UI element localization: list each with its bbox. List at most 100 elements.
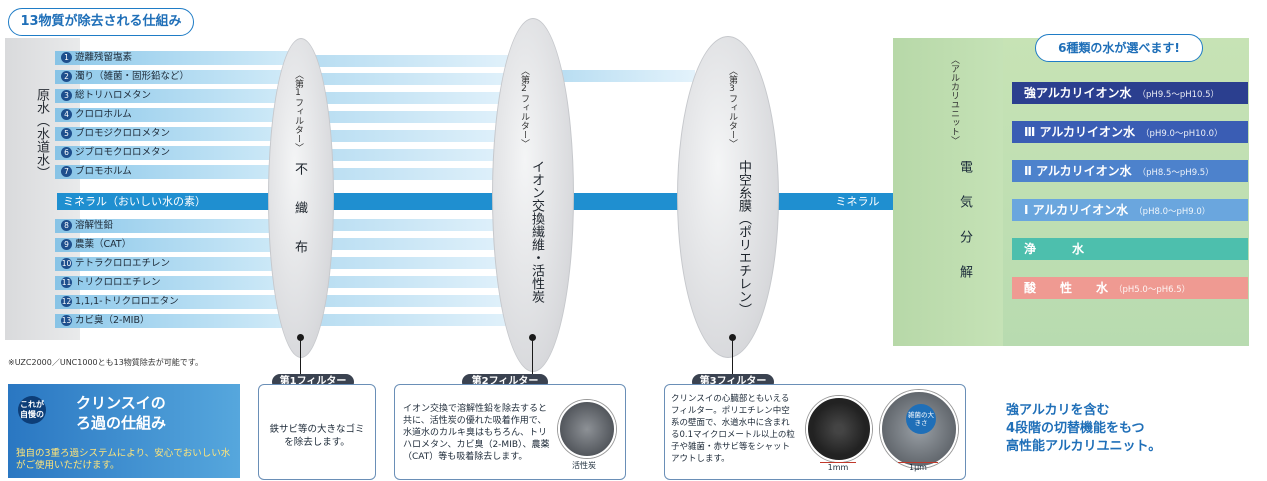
contaminant-label: ブロモジクロロメタン [75, 128, 171, 139]
hollow-fiber-photo-1mm [806, 396, 872, 462]
filter-1-connector [300, 340, 301, 380]
flow-stripe [300, 276, 525, 288]
filter-3-dot [729, 334, 736, 341]
flow-stripe [300, 238, 525, 250]
water-name: Ⅲ アルカリイオン水 [1024, 125, 1136, 139]
contaminant-number: 7 [61, 166, 72, 177]
water-name: 酸 性 水 [1024, 281, 1109, 295]
filter-2-dot [529, 334, 536, 341]
contaminant-number: 8 [61, 220, 72, 231]
water-ph: （pH9.5〜pH10.5） [1137, 90, 1220, 100]
filter-1-dot [297, 334, 304, 341]
filter-2-description: イオン交換で溶解性鉛を除去すると共に、活性炭の優れた吸着作用で、水道水のカルキ臭… [403, 404, 550, 462]
contaminant-number: 1 [61, 52, 72, 63]
source-water-label: 原水（水道水） [34, 88, 49, 179]
scale-1mm: 1mm [820, 462, 856, 472]
mineral-flow-line [300, 193, 900, 210]
filter-1-box: 鉄サビ等の大きなゴミを除去します。 [258, 384, 376, 480]
intro-title-line-1: クリンスイの [76, 394, 166, 412]
flow-stripe [300, 314, 525, 326]
contaminant-number: 10 [61, 258, 72, 269]
water-ph: （pH9.0〜pH10.0） [1141, 129, 1223, 139]
contaminant-label: 1,1,1-トリクロロエタン [75, 296, 179, 307]
contaminant-label: カビ臭（2-MIB） [75, 315, 150, 326]
filter-3-tag: 〈第3フィルター〉 [727, 66, 737, 148]
contaminant-label: 遊離残留塩素 [75, 52, 133, 63]
tagline-line: 強アルカリを含む [1006, 403, 1110, 418]
contaminant-number: 2 [61, 71, 72, 82]
water-option-alkaline-1: Ⅰ アルカリイオン水（pH8.0〜pH9.0） [1012, 199, 1248, 221]
contaminant-number: 9 [61, 239, 72, 250]
flow-stripe [300, 149, 525, 161]
water-ph: （pH8.5〜pH9.5） [1137, 168, 1214, 178]
contaminant-label: ジブロモクロロメタン [75, 147, 171, 158]
flow-stripe [300, 295, 525, 307]
filter-3-connector [732, 340, 733, 380]
filter-1-name: 不織布 [292, 162, 307, 279]
contaminant-label: クロロホルム [75, 109, 132, 120]
filter-3-disc [677, 36, 779, 358]
tagline-line: 高性能アルカリユニット。 [1006, 439, 1162, 454]
filter-3-name: 中空糸膜（ポリエチレン） [736, 160, 751, 316]
scale-1um: 1μm [898, 462, 938, 472]
contaminant-number: 4 [61, 109, 72, 120]
water-ph: （pH8.0〜pH9.0） [1134, 207, 1211, 217]
tagline-line: 4段階の切替機能をもつ [1006, 421, 1145, 436]
water-option-acidic: 酸 性 水 （pH5.0〜pH6.5） [1012, 277, 1248, 299]
alkaline-tagline: 強アルカリを含む 4段階の切替機能をもつ 高性能アルカリユニット。 [1006, 402, 1161, 456]
intro-title-line-2: ろ過の仕組み [76, 414, 167, 432]
contaminant-number: 3 [61, 90, 72, 101]
filter-2-disc [492, 18, 574, 372]
activated-carbon-caption: 活性炭 [572, 461, 596, 470]
bacteria-size-bubble: 雑菌の大きさ [906, 404, 936, 434]
filter-2-tag: 〈第2フィルター〉 [519, 66, 529, 148]
mineral-row: ミネラル（おいしい水の素） [57, 193, 307, 210]
intro-subtext: 独自の3重ろ過システムにより、安心でおいしい水がご使用いただけます。 [16, 448, 231, 471]
flow-stripe [300, 168, 525, 180]
filter-2-connector [532, 340, 533, 380]
intro-badge: これが自慢の [18, 396, 46, 424]
alkaline-unit-shade [893, 38, 1003, 346]
alkaline-unit-name: 電気分解 [957, 160, 972, 300]
water-name: Ⅱ アルカリイオン水 [1024, 164, 1132, 178]
filter-1-description: 鉄サビ等の大きなゴミを除去します。 [269, 424, 365, 448]
alkaline-unit-tag: 〈アルカリユニット〉 [949, 55, 959, 145]
contaminant-label: ブロモホルム [75, 166, 132, 177]
contaminant-number: 6 [61, 147, 72, 158]
contaminant-label: 総トリハロメタン [75, 90, 152, 101]
contaminant-number: 5 [61, 128, 72, 139]
contaminant-label: 濁り（雑菌・固形鉛など） [75, 71, 190, 82]
filter-2-name: イオン交換繊維・活性炭 [529, 160, 544, 303]
contaminant-label: 農薬（CAT） [75, 239, 132, 250]
flow-stripe [550, 70, 695, 82]
water-name: 浄 水 [1024, 242, 1085, 256]
filter-1-tag: 〈第1フィルター〉 [293, 70, 303, 152]
contaminant-number: 12 [61, 296, 72, 307]
water-option-purified: 浄 水 [1012, 238, 1248, 260]
contaminant-label: トリクロロエチレン [75, 277, 161, 288]
mineral-bar-label: ミネラル [835, 195, 880, 208]
flow-stripe [300, 219, 525, 231]
flow-stripe [300, 92, 525, 104]
footnote: ※UZC2000／UNC1000とも13物質除去が可能です。 [8, 358, 204, 367]
flow-stripe [300, 73, 525, 85]
filter-3-description: クリンスイの心臓部ともいえるフィルター。ポリエチレン中空系の壁面で、水道水中に含… [671, 394, 795, 464]
flow-stripe [300, 257, 525, 269]
activated-carbon-photo [558, 400, 616, 458]
water-option-strong-alkaline: 強アルカリイオン水（pH9.5〜pH10.5） [1012, 82, 1248, 104]
flow-stripe [300, 55, 525, 67]
water-ph: （pH5.0〜pH6.5） [1114, 285, 1191, 295]
